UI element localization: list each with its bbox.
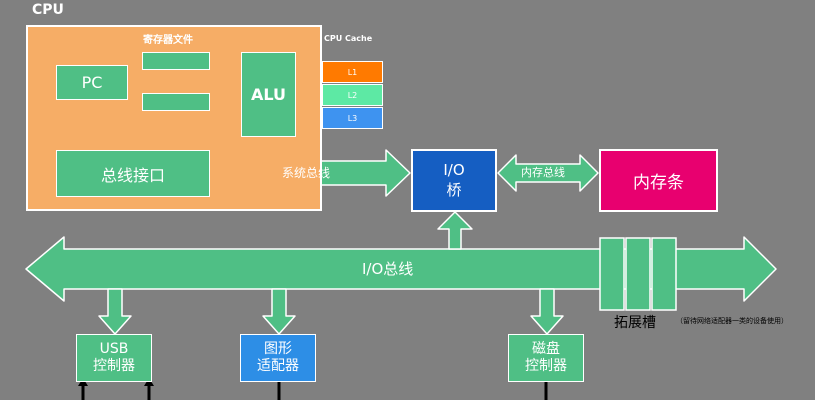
- pc-register: PC: [56, 65, 128, 100]
- disk-controller-line1: 磁盘: [532, 340, 560, 357]
- memory-bus-label: 内存总线: [521, 166, 565, 179]
- expansion-slot-bar-2: [625, 237, 651, 311]
- usb-device-arrowhead-right: [144, 378, 154, 386]
- register-file-entry-1: [142, 52, 210, 70]
- bus-interface-block: 总线接口: [56, 150, 210, 197]
- expansion-slot-bar-1: [599, 237, 625, 311]
- io-bridge-block: I/O 桥: [411, 149, 497, 212]
- io-bus-arrow: [25, 236, 777, 302]
- usb-controller-line1: USB: [99, 340, 129, 357]
- cache-level-l2: L2: [322, 84, 383, 106]
- io-bus-to-usb-arrow: [98, 288, 132, 335]
- io-bus-label: I/O总线: [362, 260, 414, 278]
- graphics-adapter-line1: 图形: [264, 340, 292, 357]
- expansion-slot-label: 拓展槽: [614, 315, 656, 331]
- io-bus-to-graphics-arrow: [262, 288, 296, 335]
- io-bridge-line1: I/O: [443, 161, 465, 179]
- usb-controller-block: USB 控制器: [76, 334, 152, 382]
- memory-bus-arrow: [497, 154, 599, 192]
- usb-device-arrowhead-left: [78, 378, 88, 386]
- register-file-entry-2: [142, 93, 210, 111]
- disk-controller-line2: 控制器: [525, 358, 567, 374]
- io-bus-to-disk-arrow: [530, 288, 564, 335]
- register-file-label: 寄存器文件: [143, 35, 193, 46]
- usb-controller-line2: 控制器: [93, 358, 135, 374]
- system-bus-label: 系统总线: [282, 166, 331, 180]
- cpu-title: CPU: [32, 2, 64, 18]
- alu-block: ALU: [241, 52, 296, 137]
- cpu-cache-title: CPU Cache: [324, 34, 373, 43]
- io-bus-to-bridge-arrow: [437, 211, 473, 250]
- graphics-adapter-line2: 适配器: [257, 358, 299, 374]
- memory-block: 内存条: [599, 149, 718, 212]
- cache-level-l3: L3: [322, 107, 383, 129]
- graphics-adapter-block: 图形 适配器: [240, 334, 316, 382]
- cache-level-l1: L1: [322, 61, 383, 83]
- expansion-slot-bar-3: [651, 237, 677, 311]
- disk-controller-block: 磁盘 控制器: [508, 334, 584, 382]
- io-bridge-line2: 桥: [446, 180, 462, 199]
- expansion-slot-note: （留待网络适配器一类的设备使用）: [676, 317, 788, 325]
